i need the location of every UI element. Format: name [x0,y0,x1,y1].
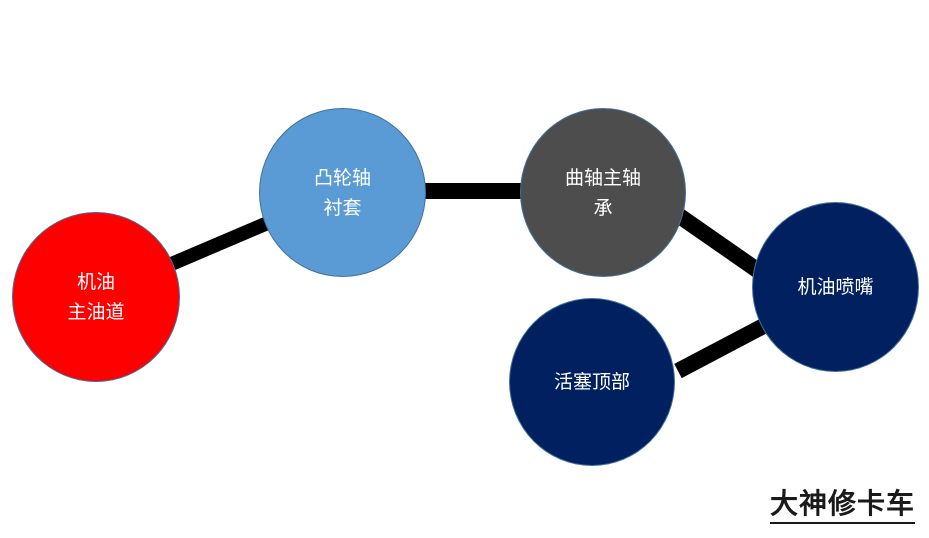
node-camshaft-bushing: 凸轮轴 衬套 [259,108,426,277]
node-oil-main-gallery-label: 机油 主油道 [67,271,125,323]
node-oil-main-gallery: 机油 主油道 [12,212,180,382]
connector-nozzle-piston [674,313,777,379]
node-oil-nozzle: 机油喷嘴 [752,202,919,372]
node-piston-top: 活塞顶部 [509,298,675,466]
node-oil-nozzle-label: 机油喷嘴 [797,276,874,298]
node-piston-top-label: 活塞顶部 [553,371,630,393]
connector-oil-main-cam [159,215,273,275]
node-crankshaft-main-bearing-label: 曲轴主轴 承 [564,166,641,219]
node-crankshaft-main-bearing: 曲轴主轴 承 [520,108,686,277]
watermark-logo: 大神修卡车 [770,486,916,524]
connector-crank-nozzle [663,201,765,279]
node-camshaft-bushing-label: 凸轮轴 衬套 [313,166,371,219]
